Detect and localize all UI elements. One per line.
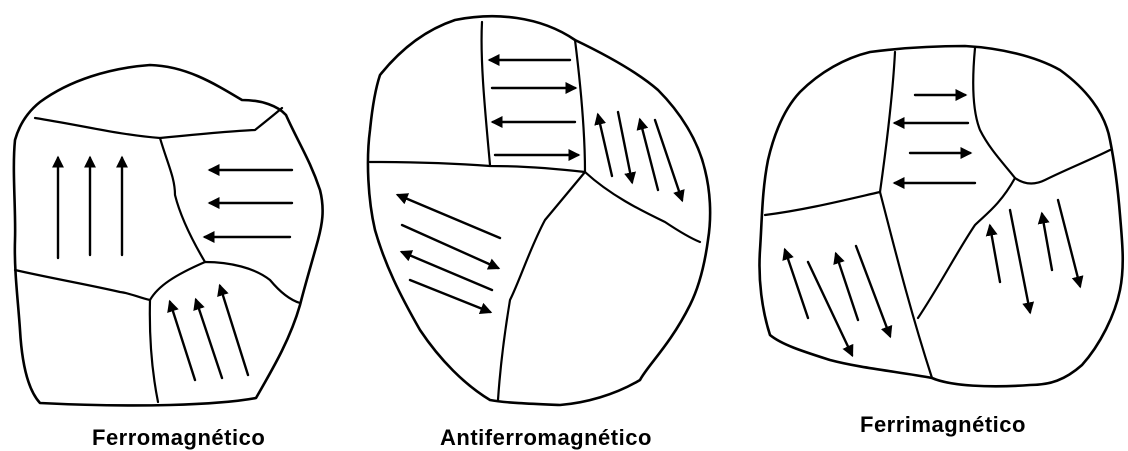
ferrimagnetic-grain-outline [759, 46, 1122, 386]
ferrimagnetic-panel [759, 46, 1122, 386]
antiferromagnetic-caption: Antiferromagnético [440, 425, 652, 451]
ferromagnetic-panel [14, 65, 323, 405]
ferrimagnetic-caption: Ferrimagnético [860, 412, 1026, 438]
ferromagnetic-caption: Ferromagnético [92, 425, 265, 451]
antiferromagnetic-grain-outline [368, 16, 710, 405]
antiferromagnetic-panel [368, 16, 710, 405]
ferromagnetic-grain-outline [14, 65, 323, 405]
